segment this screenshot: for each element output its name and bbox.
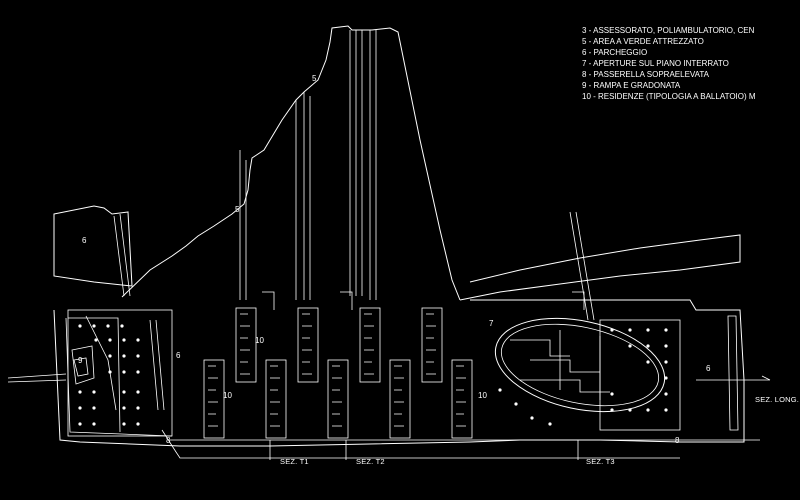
legend-item: 5 - AREA A VERDE ATTREZZATO (582, 37, 704, 46)
plaza-east-trees (498, 328, 668, 426)
plaza-east (599, 319, 681, 431)
zone-label-res-c: 10 (478, 391, 487, 400)
zone-label-parking-nw: 6 (82, 236, 87, 245)
zone-label-parking-e: 6 (706, 364, 711, 373)
zone-label-walkway-w: 8 (166, 436, 171, 445)
zone-label-green-top: 5 (312, 74, 317, 83)
green-area-outline (121, 25, 461, 301)
walkway-line (161, 429, 760, 459)
section-label-t2: SEZ. T2 (356, 457, 385, 466)
section-label-long: SEZ. LONG. (755, 395, 799, 404)
legend-item: 3 - ASSESSORATO, POLIAMBULATORIO, CEN (582, 26, 755, 35)
legend: 3 - ASSESSORATO, POLIAMBULATORIO, CEN 5 … (582, 26, 756, 101)
parking-w-strip (149, 319, 165, 411)
legend-item: 8 - PASSERELLA SOPRAELEVATA (582, 70, 710, 79)
site-boundary (53, 299, 745, 447)
zone-label-res-a: 10 (255, 336, 264, 345)
zone-label-parking-w: 6 (176, 351, 181, 360)
oval-building (494, 317, 666, 413)
legend-item: 6 - PARCHEGGIO (582, 48, 647, 57)
legend-item: 10 - RESIDENZE (TIPOLOGIA A BALLATOIO) M (582, 92, 756, 101)
parking-band-ne (459, 234, 741, 301)
zone-label-ramp: 9 (78, 356, 83, 365)
plaza-west-trees (78, 324, 140, 426)
left-access-line (7, 373, 67, 383)
zone-label-openings: 7 (489, 319, 494, 328)
residence-blocks-upper (235, 307, 443, 383)
plaza-west (67, 309, 173, 437)
legend-item: 9 - RAMPA E GRADONATA (582, 81, 681, 90)
section-label-t3: SEZ. T3 (586, 457, 615, 466)
zone-label-res-b: 10 (223, 391, 232, 400)
zone-label-green-left: 5 (235, 205, 240, 214)
residence-blocks-lower (203, 359, 473, 439)
parking-nw-outline (53, 205, 133, 287)
ramp-inner (73, 357, 89, 377)
section-marks (262, 291, 585, 460)
parking-nw-divider (113, 213, 131, 297)
legend-item: 7 - APERTURE SUL PIANO INTERRATO (582, 59, 729, 68)
parking-e-outline (727, 315, 739, 431)
zone-label-walkway-e: 8 (675, 436, 680, 445)
inner-boundary (65, 317, 173, 437)
diagonal-access (569, 211, 595, 321)
sez-long-arrow (696, 375, 771, 381)
ramp-diagonal (85, 315, 117, 411)
section-label-t1: SEZ. T1 (280, 457, 309, 466)
ramp-outline (71, 345, 95, 385)
